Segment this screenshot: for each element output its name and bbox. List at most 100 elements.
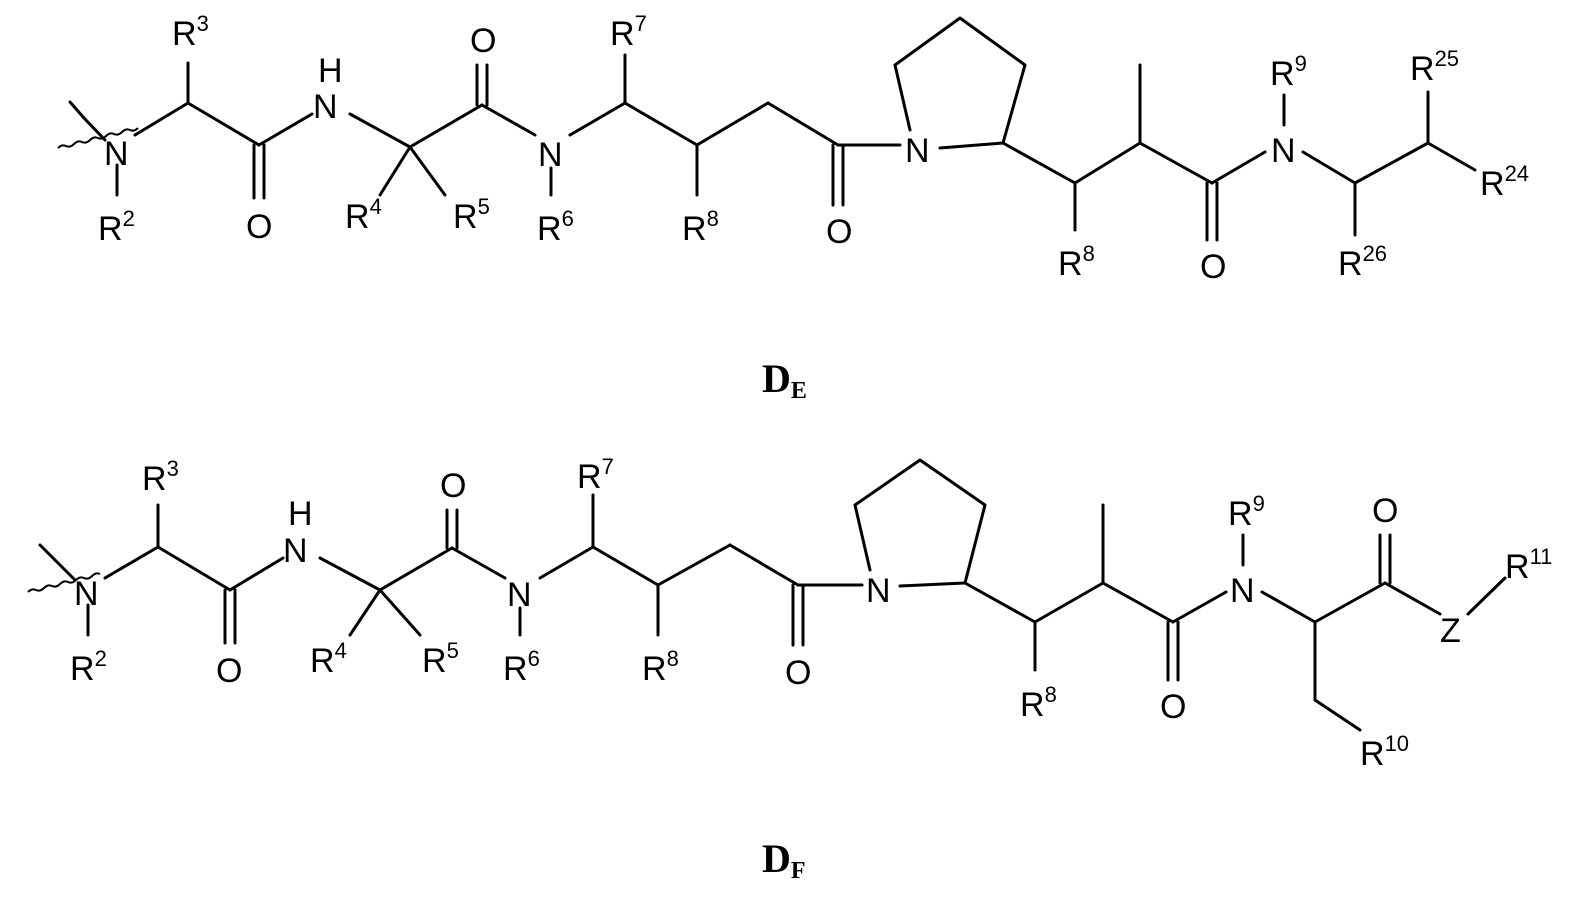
de-atom-n1: N — [104, 135, 129, 173]
de-atom-o4: O — [1200, 248, 1226, 286]
de-bond-c4-n4 — [1212, 152, 1265, 183]
de-atom-n2: N — [538, 136, 563, 174]
structure-de: N R2 R3 O H N R4 R5 O N R6 R7 R8 O N R8 … — [58, 11, 1529, 404]
df-label-r8a: R8 — [642, 646, 679, 688]
df-label-r4: R4 — [310, 638, 347, 680]
df-bond-c5-z — [1385, 583, 1440, 614]
df-atom-n1: N — [74, 575, 99, 613]
de-label-r24: R24 — [1480, 161, 1529, 203]
df-bond-attach-n1 — [55, 560, 75, 580]
de-bond-n1-ca1 — [135, 103, 188, 135]
df-atom-n4: N — [1230, 572, 1255, 610]
df-bond-n2-c7 — [540, 547, 593, 578]
df-bond-z-r11 — [1468, 578, 1505, 614]
de-bond-cb-ca — [1075, 143, 1140, 183]
df-atom-o5: O — [1372, 492, 1398, 530]
df-atom-n3: N — [866, 572, 891, 610]
de-bond-n2-c7 — [570, 103, 625, 135]
de-label-r8b: R8 — [1058, 241, 1095, 283]
df-bond-c7-c8 — [593, 547, 658, 585]
df-atom-nh-n: N — [283, 532, 308, 570]
df-bond-c1-nh — [230, 558, 283, 590]
de-atom-nh-n: N — [313, 88, 338, 126]
de-label-r6: R6 — [537, 206, 574, 248]
de-atom-n3: N — [905, 132, 930, 170]
de-bond-cq-c2 — [410, 105, 482, 147]
df-bond-cq-r5 — [380, 590, 420, 635]
de-bond-n3-c2ring — [940, 143, 1003, 148]
df-wavy-tick — [40, 545, 55, 560]
df-bond-ch2-r10 — [1315, 700, 1360, 730]
de-bond-cq-r5 — [410, 147, 445, 195]
structure-df: N R2 R3 O H N R4 R5 O N R6 R7 R8 O N R8 … — [28, 454, 1552, 884]
de-label-r25: R25 — [1410, 46, 1459, 88]
df-bond-n3-c2ring — [900, 583, 965, 586]
de-bond-c7-c8 — [625, 103, 697, 145]
de-atom-n4: N — [1271, 132, 1296, 170]
de-pyrrolidine-ring — [895, 18, 1025, 143]
de-bond-cq-r4 — [380, 147, 410, 195]
de-bond-cy-r24 — [1428, 143, 1475, 170]
structure-de-bonds — [58, 18, 1475, 240]
de-label-r4: R4 — [345, 194, 382, 236]
df-bond-nh-cq — [320, 558, 380, 590]
de-bond-ch2-c3 — [768, 103, 838, 145]
df-bond-ca-c4 — [1103, 583, 1173, 622]
de-label-r26: R26 — [1338, 241, 1387, 283]
df-atom-o4: O — [1160, 688, 1186, 726]
df-label-r7: R7 — [577, 454, 614, 496]
df-bond-cb-ca — [1035, 583, 1103, 622]
df-bond-c2-n2 — [452, 548, 505, 578]
df-bond-n4-cx — [1262, 592, 1315, 622]
df-caption: DF — [762, 836, 806, 884]
df-label-r5: R5 — [422, 638, 459, 680]
df-label-r8b: R8 — [1020, 682, 1057, 724]
df-pyrrolidine-ring — [855, 460, 985, 583]
de-atom-nh-h: H — [318, 52, 343, 90]
df-bond-c8-ch2 — [658, 545, 730, 585]
df-bond-ca1-c1 — [158, 547, 230, 590]
df-bond-ring-cb — [965, 583, 1035, 622]
df-bond-ch2-c3 — [730, 545, 798, 585]
de-atom-o3: O — [826, 213, 852, 251]
structure-de-labels: N R2 R3 O H N R4 R5 O N R6 R7 R8 O N R8 … — [98, 11, 1529, 286]
df-atom-z: Z — [1440, 612, 1461, 650]
df-label-r2: R2 — [70, 646, 107, 688]
de-caption: DE — [762, 356, 807, 404]
df-label-r11: R11 — [1505, 544, 1552, 586]
structure-df-bonds — [28, 460, 1505, 730]
df-label-r3: R3 — [142, 456, 179, 498]
de-label-r8a: R8 — [682, 206, 719, 248]
de-label-r9: R9 — [1270, 51, 1307, 93]
de-bond-c8-ch2 — [697, 103, 768, 145]
de-bond-nh-cq — [350, 114, 410, 147]
de-bond-c1-nh — [259, 114, 312, 145]
de-bond-ring-cb — [1003, 143, 1075, 183]
de-atom-o2: O — [470, 22, 496, 60]
de-bond-ca1-c1 — [188, 103, 259, 145]
de-bond-cx-cy — [1355, 143, 1428, 183]
df-bond-n1-ca1 — [105, 547, 158, 578]
df-bond-cx-c5 — [1315, 583, 1385, 622]
df-atom-o3: O — [785, 654, 811, 692]
de-bond-n4-cx — [1303, 152, 1355, 183]
df-atom-nh-h: H — [288, 495, 313, 533]
df-label-r9: R9 — [1228, 491, 1265, 533]
de-label-r7: R7 — [610, 11, 647, 53]
df-label-r6: R6 — [503, 646, 540, 688]
df-atom-o1: O — [216, 652, 242, 690]
de-bond-ca-c4 — [1140, 143, 1212, 183]
df-label-r10: R10 — [1360, 731, 1409, 773]
df-atom-o2: O — [440, 467, 466, 505]
de-label-r2: R2 — [98, 206, 135, 248]
de-wavy-tick — [70, 102, 84, 118]
df-bond-c4-n4 — [1173, 592, 1226, 622]
df-bond-cq-r4 — [350, 590, 380, 635]
df-bond-cq-c2 — [380, 548, 452, 590]
df-atom-n2: N — [507, 576, 532, 614]
de-label-r5: R5 — [453, 194, 490, 236]
de-bond-c2-n2 — [482, 105, 535, 135]
de-atom-o1: O — [246, 208, 272, 246]
de-label-r3: R3 — [172, 11, 209, 53]
